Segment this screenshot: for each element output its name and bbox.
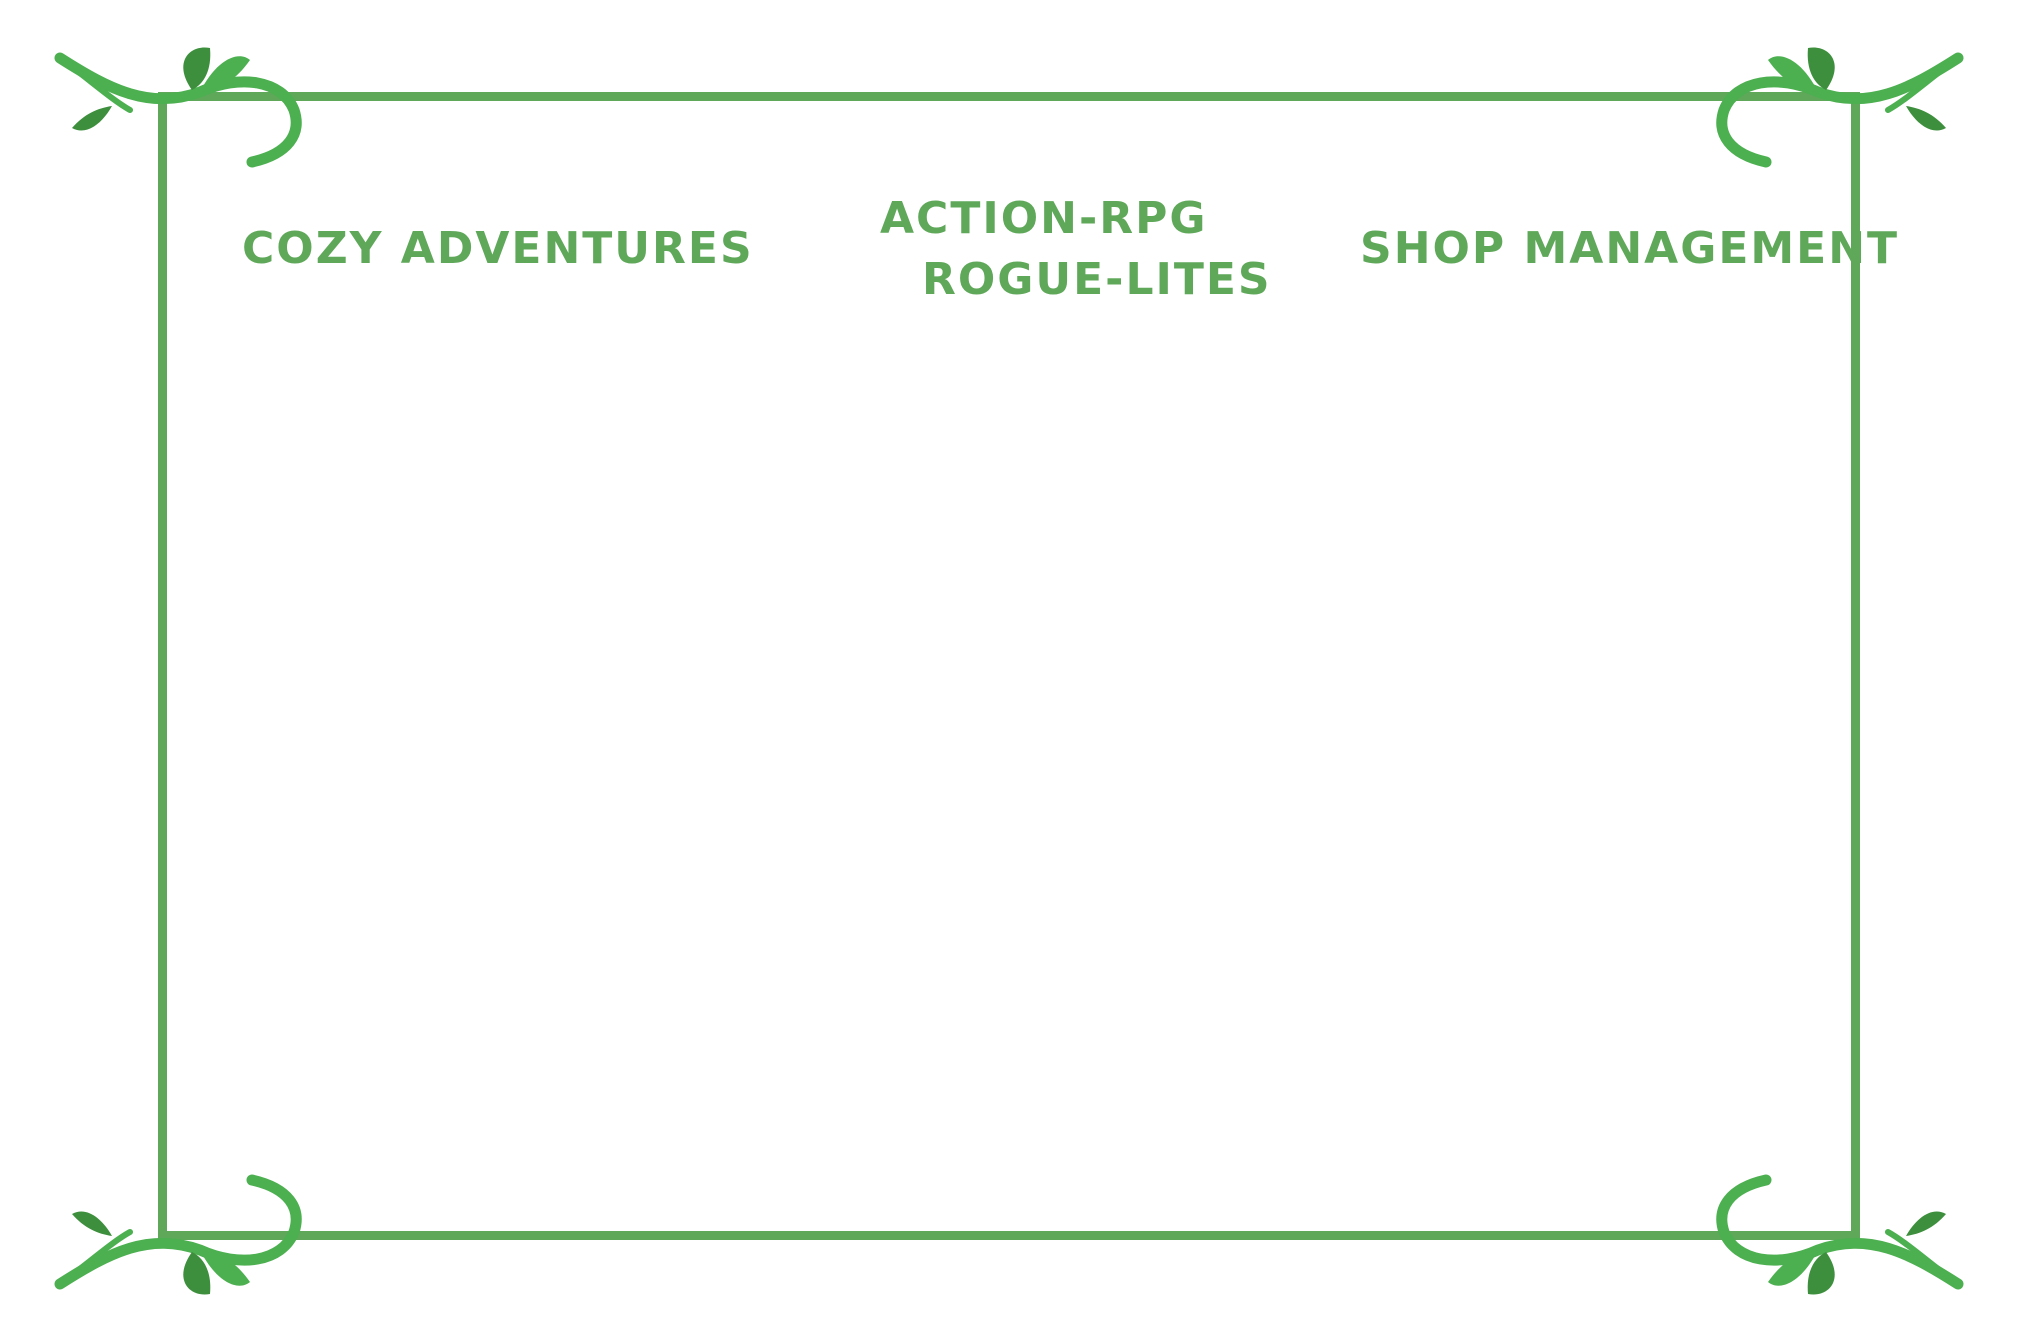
heading-shop-management: Shop Management xyxy=(1360,223,1900,274)
vine-leaf-icon xyxy=(54,47,302,168)
heading-action-rpg: Action-RPG xyxy=(880,193,1208,244)
board-frame xyxy=(158,92,1860,1240)
vine-leaf-icon xyxy=(54,1174,302,1295)
heading-rogue-lites: Rogue-lites xyxy=(922,254,1272,305)
vine-leaf-icon xyxy=(1716,47,1964,168)
vine-leaf-icon xyxy=(1716,1174,1964,1295)
heading-cozy-adventures: Cozy Adventures xyxy=(242,223,754,274)
